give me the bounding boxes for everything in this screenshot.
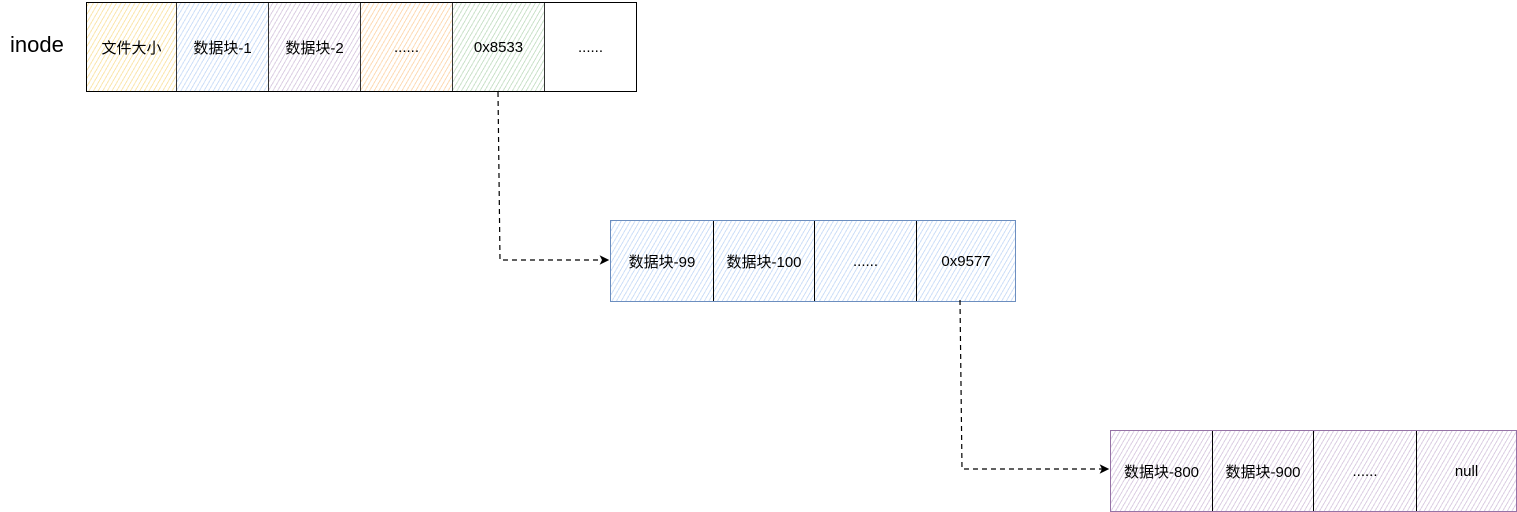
cell-text: 数据块-2 (285, 39, 344, 57)
cell-text: 0x9577 (941, 252, 991, 270)
cell-text: ...... (1352, 462, 1378, 480)
cell-block-99: 数据块-99 (611, 221, 714, 301)
inode-label: inode (10, 32, 64, 57)
cell-pointer: 0x8533 (453, 3, 545, 91)
cell-text: 数据块-99 (628, 253, 696, 271)
cell-text: 数据块-100 (726, 253, 802, 271)
cell-text: 数据块-1 (193, 39, 252, 57)
cell-text: 数据块-900 (1225, 463, 1301, 481)
cell-ellipsis: ...... (545, 3, 636, 91)
cell-text: 0x8533 (473, 38, 524, 56)
cell-null: null (1417, 431, 1516, 511)
cell-block-1: 数据块-1 (177, 3, 269, 91)
cell-text: 文件大小 (101, 39, 162, 57)
inode-row: 文件大小 数据块-1 数据块-2 ...... 0x8533 ...... (86, 2, 637, 92)
arrow-inode-to-block1 (497, 91, 610, 265)
indirect-block-2: 数据块-800 数据块-900 ...... null (1110, 430, 1517, 512)
cell-block-800: 数据块-800 (1111, 431, 1213, 511)
cell-pointer: 0x9577 (917, 221, 1015, 301)
cell-text: ...... (852, 252, 878, 270)
cell-block-2: 数据块-2 (269, 3, 361, 91)
cell-ellipsis: ...... (1314, 431, 1417, 511)
cell-text: ...... (393, 38, 419, 56)
cell-file-size: 文件大小 (87, 3, 177, 91)
indirect-block-1: 数据块-99 数据块-100 ...... 0x9577 (610, 220, 1016, 302)
cell-text: ...... (577, 38, 603, 56)
arrow-block1-to-block2 (959, 299, 1110, 474)
cell-text: null (1454, 462, 1479, 480)
cell-text: 数据块-800 (1123, 463, 1200, 481)
cell-ellipsis: ...... (361, 3, 453, 91)
cell-ellipsis: ...... (815, 221, 917, 301)
cell-block-100: 数据块-100 (714, 221, 815, 301)
cell-block-900: 数据块-900 (1213, 431, 1314, 511)
